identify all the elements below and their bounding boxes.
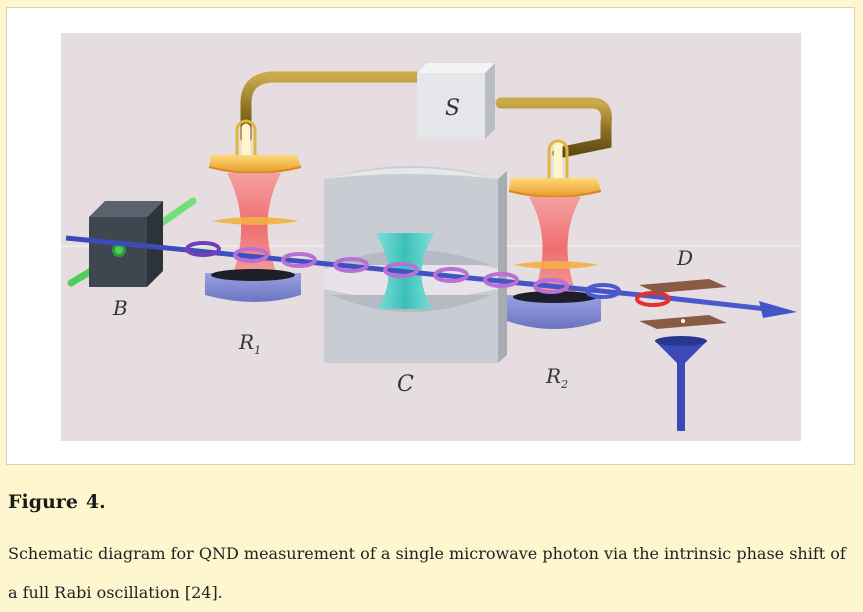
figure-label: Figure (8, 491, 78, 513)
label-r2: R2 (545, 364, 568, 391)
label-s: S (445, 96, 460, 121)
source-s-box (417, 63, 495, 139)
qnd-setup-diagram: S D B R1 C R2 (61, 33, 801, 441)
label-r2-main: R (545, 364, 561, 388)
figure-number: 4. (85, 491, 106, 513)
label-r1-sub: 1 (254, 344, 261, 357)
label-b: B (112, 296, 128, 320)
label-r1: R1 (238, 330, 261, 357)
box-b (67, 197, 197, 287)
figure-title: Figure 4. (8, 491, 106, 513)
detector-d (639, 279, 727, 431)
label-c: C (397, 372, 414, 397)
figure-caption: Schematic diagram for QND measurement of… (8, 544, 846, 602)
label-d: D (676, 246, 693, 270)
label-r1-main: R (238, 330, 254, 354)
label-r2-sub: 2 (560, 378, 568, 391)
atom-beam (65, 235, 797, 318)
ramsey-zone-r2 (507, 178, 602, 329)
figure-frame: S D B R1 C R2 (6, 7, 855, 465)
